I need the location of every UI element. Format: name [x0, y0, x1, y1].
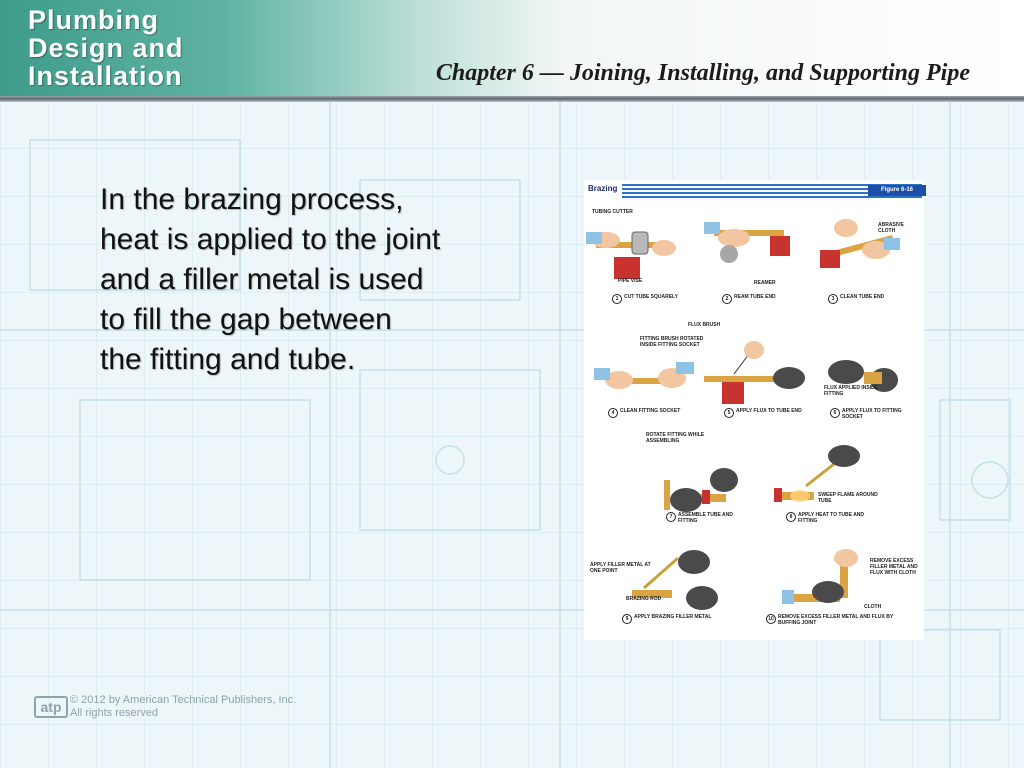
step-caption: 2 REAM TUBE END — [722, 294, 812, 304]
copyright-line-2: All rights reserved — [70, 707, 159, 719]
slide-body-text: In the brazing process, heat is applied … — [100, 180, 500, 380]
step-caption: 8 APPLY HEAT TO TUBE AND FITTING — [786, 512, 866, 524]
step-10-illustration — [782, 549, 858, 604]
label-pipe-vise: PIPE VISE — [618, 278, 643, 284]
step-text: APPLY BRAZING FILLER METAL — [634, 614, 712, 620]
step-number: 4 — [608, 408, 618, 418]
step-text: REMOVE EXCESS FILLER METAL AND FLUX BY B… — [778, 614, 894, 626]
body-line-4: to fill the gap between — [100, 303, 392, 336]
label-apply-filler: APPLY FILLER METAL AT ONE POINT — [590, 562, 651, 574]
step-caption: 9 APPLY BRAZING FILLER METAL — [622, 614, 732, 624]
step-4-illustration — [594, 362, 694, 389]
step-caption: 3 CLEAN TUBE END — [828, 294, 918, 304]
step-text: REAM TUBE END — [734, 294, 776, 300]
body-line-1: In the brazing process, — [100, 183, 404, 216]
step-number: 2 — [722, 294, 732, 304]
label-reamer: REAMER — [754, 280, 776, 286]
slide-header: Plumbing Design and Installation Chapter… — [0, 0, 1024, 98]
label-fitting-brush: FITTING BRUSH ROTATED INSIDE FITTING SOC… — [640, 336, 704, 348]
step-text: APPLY HEAT TO TUBE AND FITTING — [798, 512, 865, 524]
copyright-notice: © 2012 by American Technical Publishers,… — [70, 694, 390, 720]
label-tubing-cutter: TUBING CUTTER — [592, 209, 633, 215]
step-7-illustration — [664, 468, 738, 512]
label-brazing-rod: BRAZING ROD — [626, 596, 662, 602]
header-divider — [0, 96, 1024, 102]
step-caption: 10 REMOVE EXCESS FILLER METAL AND FLUX B… — [766, 614, 906, 626]
brazing-illustrations — [586, 219, 900, 610]
body-line-3: and a filler metal is used — [100, 263, 424, 296]
figure-title: Brazing — [588, 184, 621, 193]
step-caption: 7 ASSEMBLE TUBE AND FITTING — [666, 512, 736, 524]
step-caption: 4 CLEAN FITTING SOCKET — [608, 408, 698, 418]
logo-line-1: Plumbing — [28, 5, 159, 35]
step-number: 1 — [612, 294, 622, 304]
body-line-2: heat is applied to the joint — [100, 223, 441, 256]
step-number: 5 — [724, 408, 734, 418]
atp-logo: atp — [34, 696, 68, 718]
chapter-title: Chapter 6 — Joining, Installing, and Sup… — [435, 60, 970, 86]
step-9-illustration — [632, 550, 718, 610]
step-text: APPLY FLUX TO TUBE END — [736, 408, 802, 414]
step-number: 7 — [666, 512, 676, 522]
label-rotate-fitting: ROTATE FITTING WHILE ASSEMBLING — [646, 432, 705, 444]
label-abrasive-cloth: ABRASIVE CLOTH — [878, 222, 904, 234]
step-number: 3 — [828, 294, 838, 304]
step-8-illustration — [774, 445, 860, 502]
figure-header-stripes — [622, 184, 922, 198]
step-text: APPLY FLUX TO FITTING SOCKET — [842, 408, 902, 420]
label-sweep-flame: SWEEP FLAME AROUND TUBE — [818, 492, 878, 504]
step-6-illustration — [828, 360, 898, 392]
label-remove-excess: REMOVE EXCESS FILLER METAL AND FLUX WITH… — [870, 558, 918, 576]
copyright-line-1: © 2012 by American Technical Publishers,… — [70, 694, 297, 706]
label-flux-brush: FLUX BRUSH — [688, 322, 721, 328]
step-text: ASSEMBLE TUBE AND FITTING — [678, 512, 733, 524]
step-2-illustration — [704, 222, 790, 263]
step-caption: 1 CUT TUBE SQUARELY — [612, 294, 702, 304]
logo-line-3: Installation — [28, 61, 183, 91]
logo-line-2: Design and — [28, 33, 184, 63]
step-text: CLEAN TUBE END — [840, 294, 885, 300]
figure-header: Brazing Figure 6-16 — [588, 183, 926, 205]
step-caption: 6 APPLY FLUX TO FITTING SOCKET — [830, 408, 910, 420]
label-cloth: CLOTH — [864, 604, 882, 610]
brazing-figure: Brazing Figure 6-16 — [584, 180, 926, 640]
step-1-illustration — [586, 231, 676, 279]
book-logo: Plumbing Design and Installation — [28, 6, 184, 90]
figure-number: Figure 6-16 — [868, 185, 926, 196]
step-text: CUT TUBE SQUARELY — [624, 294, 678, 300]
step-text: CLEAN FITTING SOCKET — [620, 408, 681, 414]
step-3-illustration — [820, 219, 900, 268]
step-5-illustration — [704, 341, 805, 404]
body-line-5: the fitting and tube. — [100, 343, 356, 376]
step-number: 6 — [830, 408, 840, 418]
step-number: 10 — [766, 614, 776, 624]
step-number: 9 — [622, 614, 632, 624]
label-flux-applied: FLUX APPLIED INSIDE FITTING — [824, 385, 878, 397]
step-number: 8 — [786, 512, 796, 522]
step-caption: 5 APPLY FLUX TO TUBE END — [724, 408, 820, 418]
